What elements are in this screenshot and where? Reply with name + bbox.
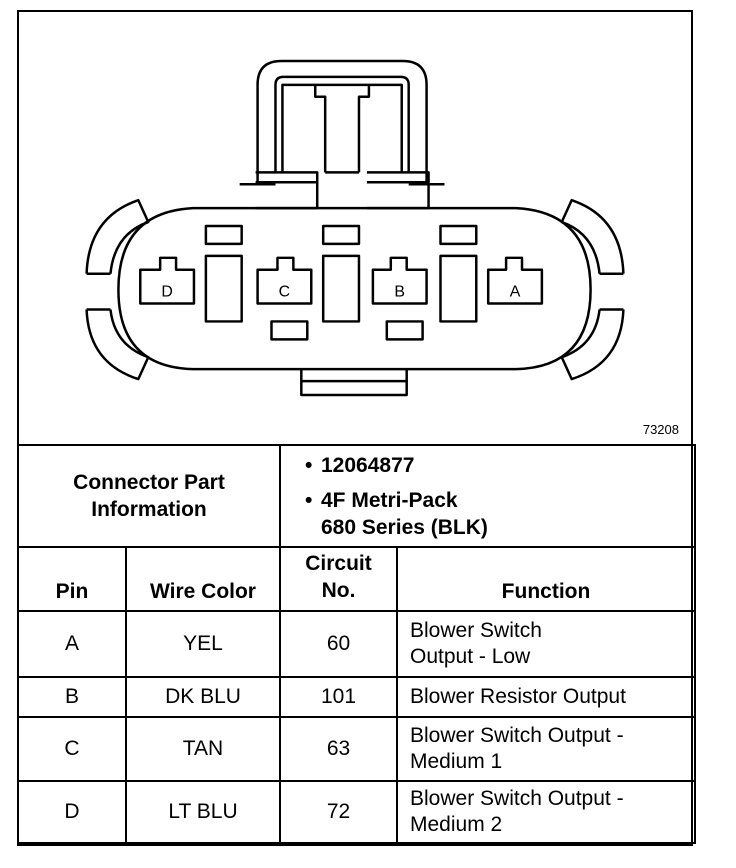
connector-info-row: Connector Part Information • 12064877 • …: [17, 444, 696, 548]
diagram-frame: D C B A 73208 Connector Part Information…: [17, 10, 696, 846]
table-row: D LT BLU 72 Blower Switch Output - Mediu…: [17, 780, 696, 844]
cell-wire-color: LT BLU: [125, 780, 281, 844]
cell-wire-color: DK BLU: [125, 676, 281, 718]
cavity-a: [486, 256, 544, 305]
cavity-separators: [204, 254, 478, 323]
connector-series: 680 Series (BLK): [321, 515, 488, 539]
connector-latch: [239, 59, 445, 210]
cell-function: Blower Switch Output - Low: [396, 610, 696, 678]
cell-function: Blower Switch Output - Medium 1: [396, 716, 696, 782]
table-row: C TAN 63 Blower Switch Output - Medium 1: [17, 716, 696, 782]
cell-wire-color: TAN: [125, 716, 281, 782]
cell-function: Blower Resistor Output: [396, 676, 696, 718]
connector-table: Connector Part Information • 12064877 • …: [17, 444, 696, 844]
pin-label-d: D: [161, 284, 172, 301]
table-row: B DK BLU 101 Blower Resistor Output: [17, 676, 696, 718]
connector-drawing: D C B A: [85, 59, 625, 397]
pin-label-b: B: [394, 284, 405, 301]
table-header-row: Pin Wire Color Circuit No. Function: [17, 546, 696, 612]
index-tabs: [204, 224, 478, 341]
header-circuit: Circuit No.: [279, 546, 398, 612]
table-row: A YEL 60 Blower Switch Output - Low: [17, 610, 696, 678]
function-line1: Blower Switch: [410, 619, 542, 642]
info-label-line2: Information: [91, 498, 207, 521]
cell-circuit: 63: [279, 716, 398, 782]
function-line1: Blower Switch Output -: [410, 724, 624, 747]
connector-info-list: • 12064877 • 4F Metri-Pack 680 Series (B…: [279, 444, 696, 548]
cell-circuit: 101: [279, 676, 398, 718]
function-line1: Blower Resistor Output: [410, 685, 626, 708]
cell-circuit: 72: [279, 780, 398, 844]
cell-pin: C: [17, 716, 127, 782]
info-item: • 4F Metri-Pack: [305, 487, 694, 514]
connector-body: [85, 198, 625, 397]
header-function: Function: [396, 546, 696, 612]
cell-pin: B: [17, 676, 127, 718]
function-line2: Medium 2: [410, 813, 503, 836]
cavity-d: [139, 256, 196, 305]
header-circuit-line2: No.: [321, 579, 356, 602]
connector-type: 4F Metri-Pack: [321, 488, 458, 512]
cavity-c: [256, 256, 313, 305]
cell-function: Blower Switch Output - Medium 2: [396, 780, 696, 844]
header-wire-color: Wire Color: [125, 546, 281, 612]
connector-info-label: Connector Part Information: [17, 444, 281, 548]
part-number: 12064877: [321, 453, 415, 477]
cell-pin: A: [17, 610, 127, 678]
cell-circuit: 60: [279, 610, 398, 678]
figure-id: 73208: [642, 422, 679, 437]
function-line2: Output - Low: [410, 645, 531, 668]
header-circuit-line1: Circuit: [305, 552, 372, 575]
cavity-b: [371, 256, 428, 305]
function-line2: Medium 1: [410, 750, 503, 773]
bullet: •: [305, 488, 313, 512]
pin-label-c: C: [279, 284, 290, 301]
info-label-line1: Connector Part: [73, 471, 225, 494]
bullet: •: [305, 453, 313, 477]
cell-pin: D: [17, 780, 127, 844]
cell-wire-color: YEL: [125, 610, 281, 678]
function-line1: Blower Switch Output -: [410, 787, 624, 810]
pin-label-a: A: [510, 284, 521, 301]
info-item: • 12064877: [305, 452, 694, 479]
header-pin: Pin: [17, 546, 127, 612]
